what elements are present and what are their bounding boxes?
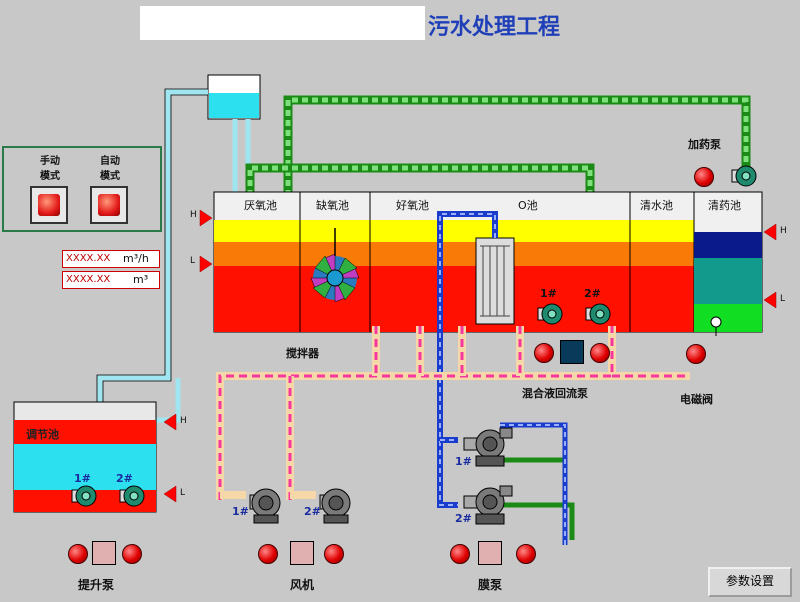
membrane-pump-2-number: 2# [455,512,472,525]
level-l-dosing: L [780,294,786,304]
flow-meter: XXXX.XX m³/h [62,250,160,268]
fan-indicator-icon [290,541,314,565]
lamp-icon [38,194,60,216]
total-unit: m³ [133,273,149,286]
mixer-fan-icon [310,228,360,303]
o-tank-label: O池 [518,199,538,212]
lift-pump-indicator-icon [92,541,116,565]
head-tank-water [209,93,259,118]
lamp-icon [98,194,120,216]
mix-pump-2-number: 2# [584,287,601,300]
mix-return-pump-label: 混合液回流泵 [522,387,588,400]
fan-2-number: 2# [304,505,321,518]
lift-pump-lamp-1 [68,544,88,564]
auto-mode-button[interactable] [90,186,128,224]
fan-label: 风机 [290,578,315,592]
membrane-pump-indicator-icon [478,541,502,565]
dosing-pump-lamp [694,167,714,187]
solenoid-valve-icon [710,316,722,336]
level-l-regulating: L [180,488,186,498]
mixer-label: 搅拌器 [286,347,319,360]
membrane-pump-label: 膜泵 [478,578,503,592]
membrane-pump-lamp-2 [516,544,536,564]
level-arrows [163,209,777,503]
tank-red-band [214,266,694,332]
mix-pump-1-number: 1# [540,287,557,300]
solenoid-lamp [686,344,706,364]
membrane-module [475,237,515,325]
mix-return-lamp-1 [534,343,554,363]
total-meter: XXXX.XX m³ [62,271,160,289]
mode-panel: 手动 模式 自动 模式 [2,146,162,232]
level-h-main: H [190,210,197,220]
mix-return-indicator-icon [560,340,584,364]
tank-orange-band [214,242,694,266]
level-h-dosing: H [780,226,787,236]
page-title: 污水处理工程 [428,15,561,40]
manual-mode-label: 手动 模式 [40,156,60,182]
anoxic2-tank-label: 缺氧池 [316,199,349,212]
regulating-tank-label: 调节池 [26,428,59,441]
manual-mode-button[interactable] [30,186,68,224]
fan-lamp-1 [258,544,278,564]
lift-pump-2-number: 2# [116,472,133,485]
fan-1-number: 1# [232,505,249,518]
total-value: XXXX.XX [66,274,111,285]
membrane-pump-1-number: 1# [455,455,472,468]
params-settings-button[interactable]: 参数设置 [708,567,792,597]
title-banner-blank [140,6,425,40]
lift-pump-label: 提升泵 [78,578,115,592]
mix-return-lamp-2 [590,343,610,363]
tank-yellow-band [214,220,694,242]
level-l-main: L [190,256,196,266]
dosing-pump-label: 加药泵 [688,138,721,151]
membrane-pump-lamp-1 [450,544,470,564]
aerobic-tank-label: 好氧池 [396,199,429,212]
air-pipes [216,326,690,500]
clear-tank-label: 清水池 [640,199,673,212]
dosing-tank-label: 清药池 [708,199,741,212]
blue-pipes [437,211,568,545]
lift-pump-1-number: 1# [74,472,91,485]
solenoid-valve-label: 电磁阀 [680,393,713,406]
level-h-regulating: H [180,416,187,426]
lift-pump-lamp-2 [122,544,142,564]
pump-icons [71,165,757,525]
flow-value: XXXX.XX [66,253,111,264]
anoxic-tank-label: 厌氧池 [244,199,277,212]
auto-mode-label: 自动 模式 [100,156,120,182]
fan-lamp-2 [324,544,344,564]
flow-unit: m³/h [123,252,149,265]
